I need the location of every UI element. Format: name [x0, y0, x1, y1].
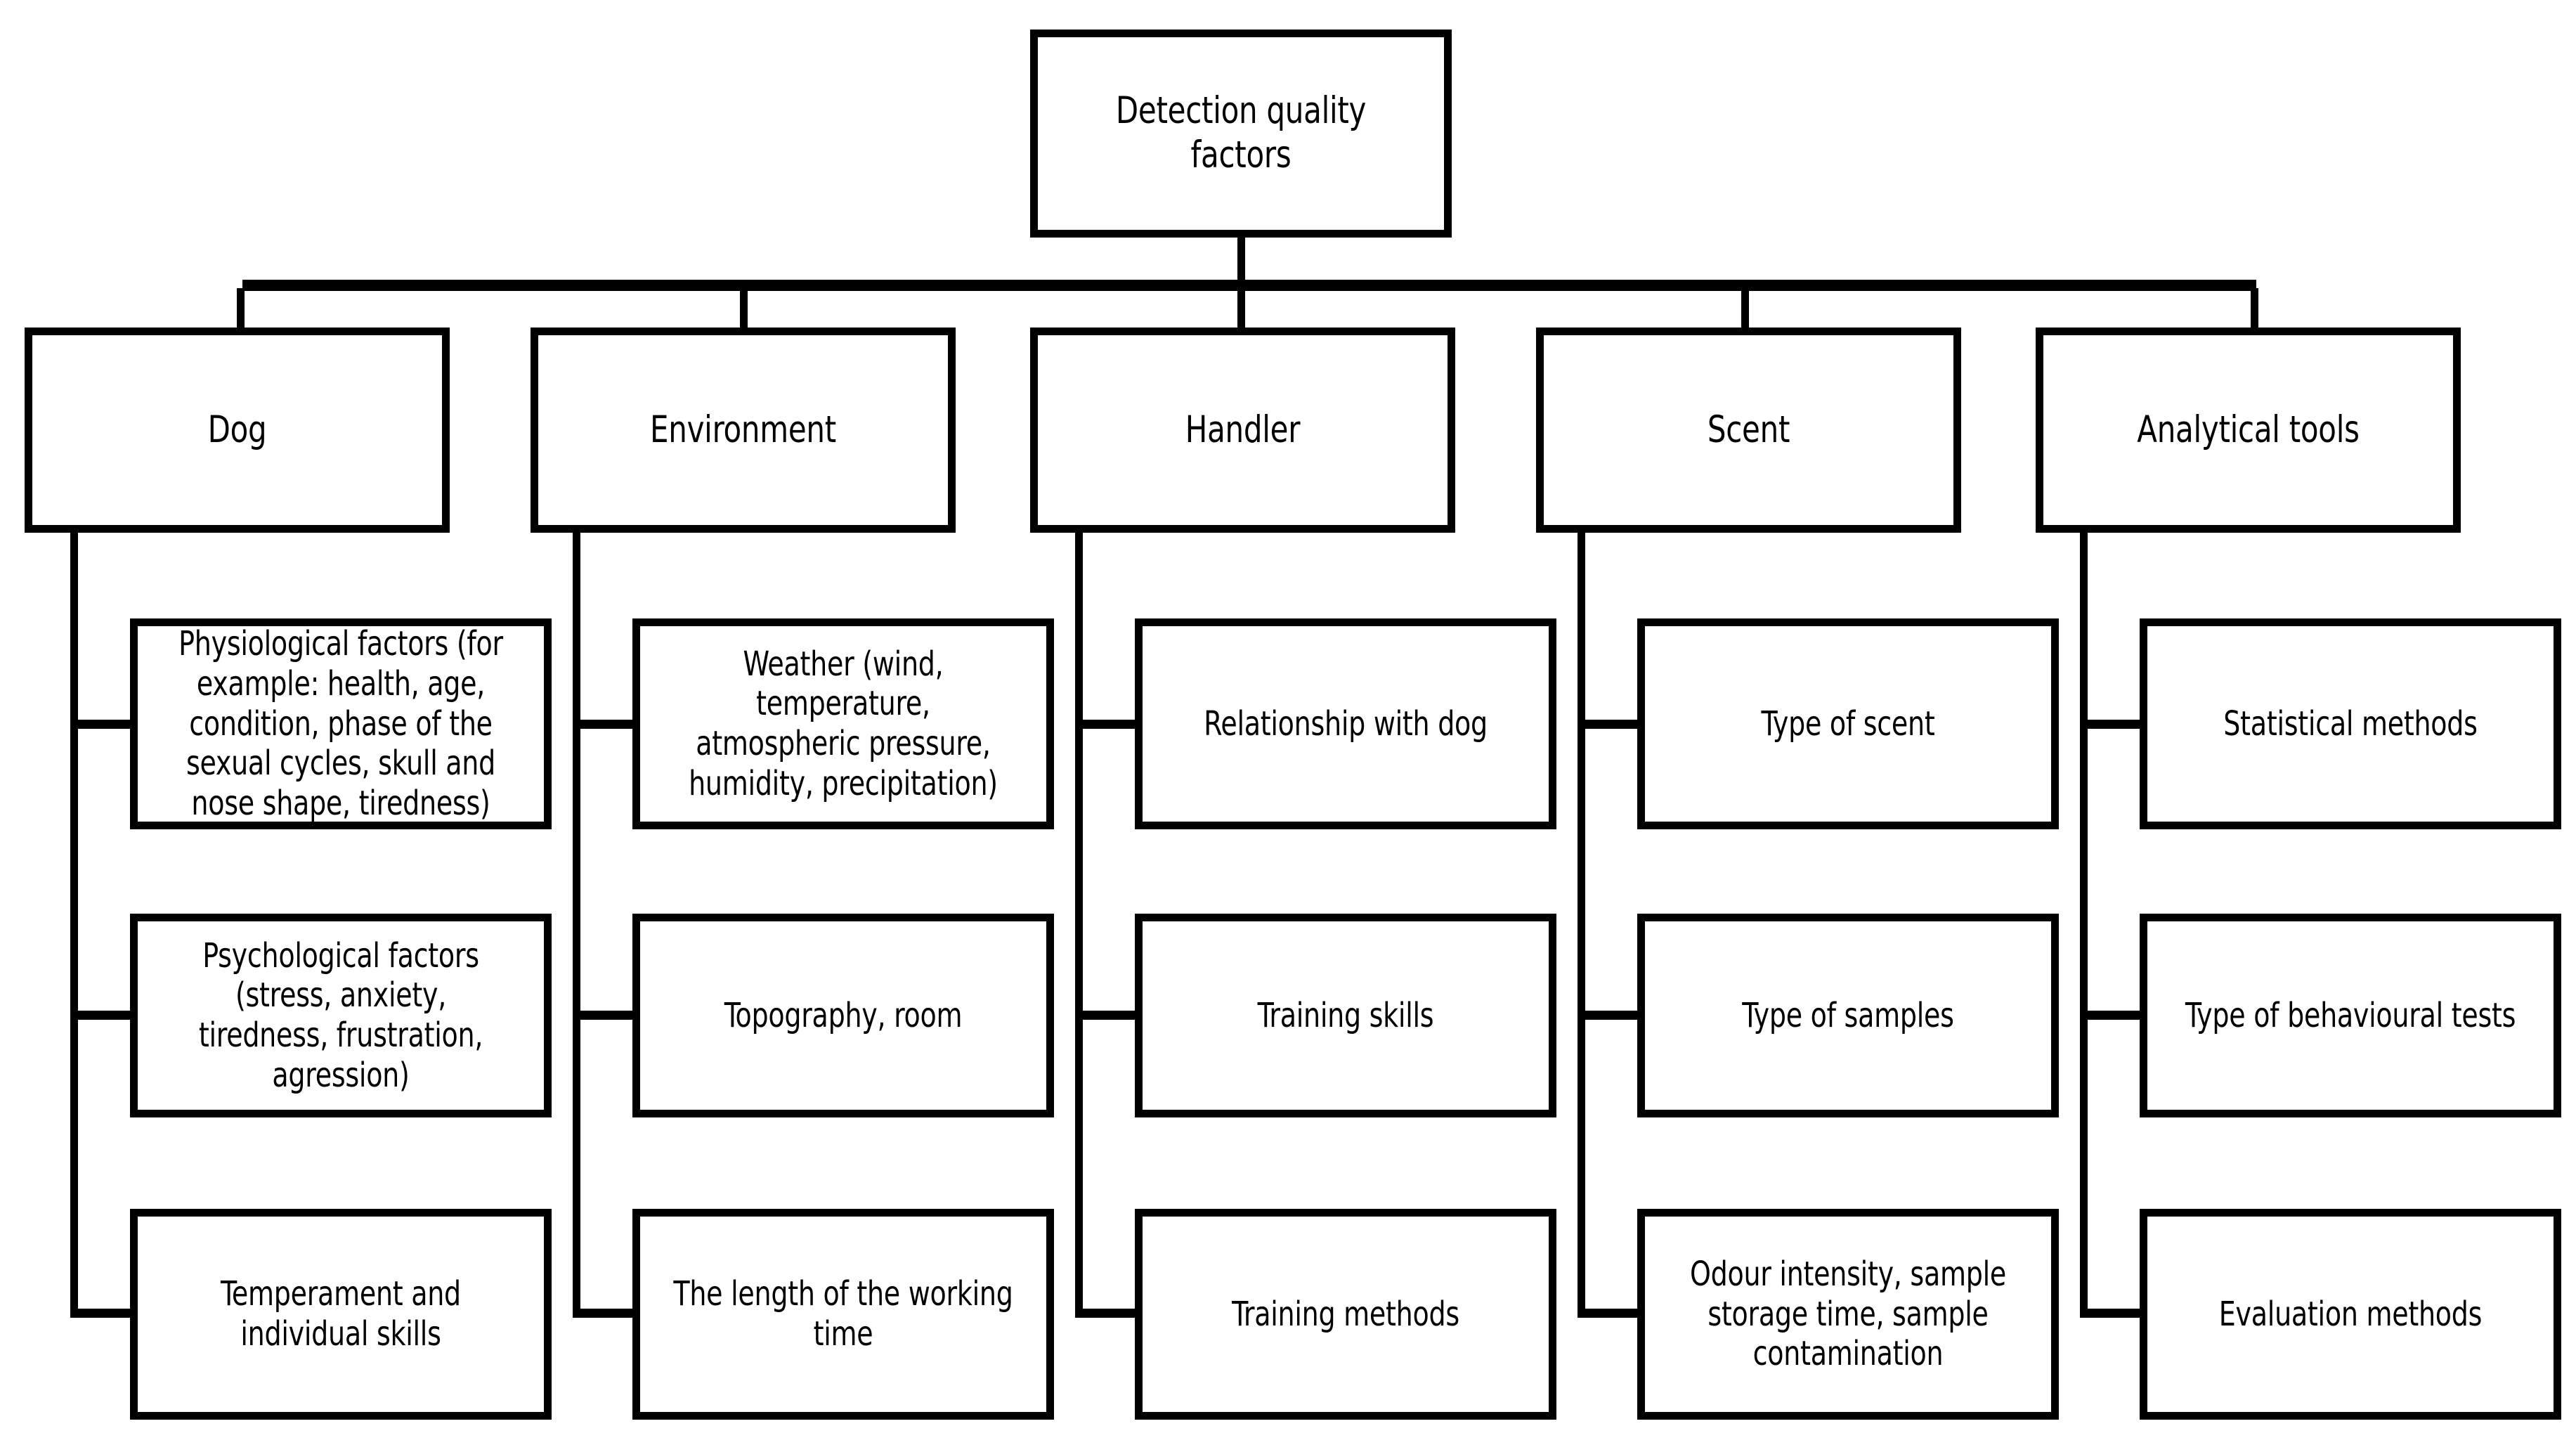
node-branch-environment-label: Environment: [650, 408, 836, 451]
node-branch-dog-label: Dog: [207, 408, 267, 451]
connector-stub-environment-3: [573, 1309, 640, 1318]
node-leaf-dog-3: Temperament and individual skills: [130, 1209, 552, 1420]
connector-root-stem: [1237, 238, 1245, 288]
node-leaf-environment-1: Weather (wind, temperature, atmospheric …: [632, 618, 1054, 829]
connector-stub-scent-1: [1578, 720, 1645, 729]
node-leaf-scent-1-label: Type of scent: [1761, 704, 1935, 744]
node-leaf-handler-2-label: Training skills: [1257, 995, 1434, 1035]
node-root-label: Detection quality factors: [1115, 89, 1367, 176]
node-leaf-dog-1-label: Physiological factors (for example: heal…: [178, 624, 503, 823]
connector-stub-handler-3: [1075, 1309, 1143, 1318]
connector-stub-dog-1: [70, 720, 138, 729]
node-branch-dog: Dog: [25, 328, 450, 533]
node-leaf-analytical-tools-1-label: Statistical methods: [2223, 704, 2478, 744]
node-leaf-dog-1: Physiological factors (for example: heal…: [130, 618, 552, 829]
node-leaf-environment-2-label: Topography, room: [724, 995, 963, 1035]
connector-spine-scent: [1578, 529, 1585, 1318]
node-leaf-dog-2-label: Psychological factors (stress, anxiety, …: [198, 935, 483, 1095]
node-branch-handler: Handler: [1030, 328, 1455, 533]
node-leaf-dog-2: Psychological factors (stress, anxiety, …: [130, 914, 552, 1117]
node-leaf-handler-1: Relationship with dog: [1135, 618, 1556, 829]
node-branch-environment: Environment: [531, 328, 956, 533]
node-leaf-scent-1: Type of scent: [1637, 618, 2059, 829]
node-branch-analytical-tools: Analytical tools: [2036, 328, 2461, 533]
node-branch-analytical-tools-label: Analytical tools: [2137, 408, 2360, 451]
node-leaf-handler-3-label: Training methods: [1232, 1294, 1459, 1334]
node-branch-scent-label: Scent: [1707, 408, 1790, 451]
node-root-detection-quality-factors: Detection quality factors: [1030, 30, 1452, 238]
connector-drop-scent: [1741, 288, 1749, 332]
connector-stub-dog-3: [70, 1309, 138, 1318]
node-branch-scent: Scent: [1536, 328, 1961, 533]
connector-stub-scent-3: [1578, 1309, 1645, 1318]
connector-stub-handler-2: [1075, 1011, 1143, 1020]
node-leaf-handler-2: Training skills: [1135, 914, 1556, 1117]
node-branch-handler-label: Handler: [1185, 408, 1301, 451]
node-leaf-scent-3: Odour intensity, sample storage time, sa…: [1637, 1209, 2059, 1420]
connector-spine-environment: [573, 529, 580, 1318]
node-leaf-environment-3-label: The length of the working time: [673, 1274, 1013, 1354]
connector-drop-analytical-tools: [2251, 288, 2258, 332]
node-leaf-dog-3-label: Temperament and individual skills: [221, 1274, 461, 1354]
connector-spine-analytical-tools: [2080, 529, 2088, 1318]
connector-stub-environment-1: [573, 720, 640, 729]
node-leaf-analytical-tools-2: Type of behavioural tests: [2140, 914, 2561, 1117]
node-leaf-environment-2: Topography, room: [632, 914, 1054, 1117]
node-leaf-analytical-tools-3-label: Evaluation methods: [2218, 1294, 2483, 1334]
connector-drop-environment: [740, 288, 748, 332]
connector-horizontal-bus: [242, 280, 2256, 291]
connector-stub-handler-1: [1075, 720, 1143, 729]
node-leaf-scent-2-label: Type of samples: [1742, 995, 1954, 1035]
node-leaf-scent-2: Type of samples: [1637, 914, 2059, 1117]
connector-spine-dog: [70, 529, 78, 1318]
connector-spine-handler: [1075, 529, 1083, 1318]
node-leaf-analytical-tools-3: Evaluation methods: [2140, 1209, 2561, 1420]
connector-stub-analytical-tools-1: [2080, 720, 2147, 729]
connector-stub-scent-2: [1578, 1011, 1645, 1020]
connector-stub-analytical-tools-3: [2080, 1309, 2147, 1318]
connector-drop-handler: [1237, 288, 1245, 332]
node-leaf-analytical-tools-2-label: Type of behavioural tests: [2185, 995, 2516, 1035]
connector-stub-dog-2: [70, 1011, 138, 1020]
node-leaf-analytical-tools-1: Statistical methods: [2140, 618, 2561, 829]
connector-stub-environment-2: [573, 1011, 640, 1020]
connector-drop-dog: [237, 288, 245, 332]
node-leaf-environment-3: The length of the working time: [632, 1209, 1054, 1420]
node-leaf-handler-3: Training methods: [1135, 1209, 1556, 1420]
connector-stub-analytical-tools-2: [2080, 1011, 2147, 1020]
node-leaf-scent-3-label: Odour intensity, sample storage time, sa…: [1689, 1255, 2007, 1374]
node-leaf-environment-1-label: Weather (wind, temperature, atmospheric …: [689, 644, 998, 803]
node-leaf-handler-1-label: Relationship with dog: [1204, 704, 1488, 744]
